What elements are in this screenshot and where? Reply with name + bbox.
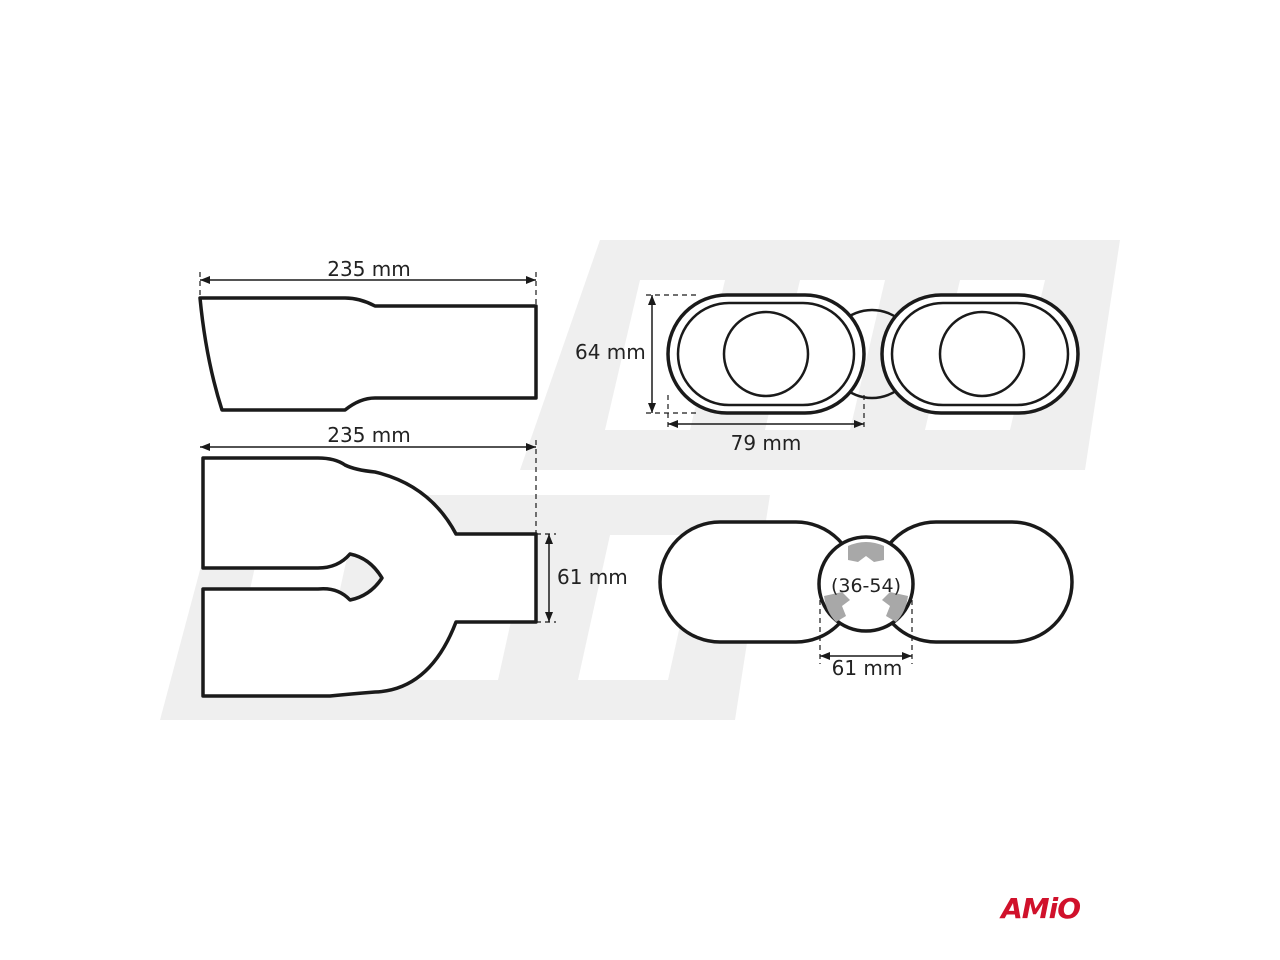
rear-view: (36-54) 61 mm: [658, 520, 1074, 680]
clamp-left-shape: [824, 592, 850, 622]
clamp-top-shape: [848, 542, 884, 562]
inlet-diameter-side-label: 61 mm: [557, 565, 628, 589]
top-length-label: 235 mm: [327, 423, 411, 447]
top-view: 235 mm 61 mm: [200, 423, 628, 698]
inlet-diameter-rear-label: 61 mm: [832, 656, 903, 680]
clamp-range-label: (36-54): [831, 575, 901, 597]
clamp-right-shape: [882, 592, 908, 622]
front-view: 64 mm 79 mm: [575, 293, 1080, 455]
amio-logo: AMiO: [999, 892, 1080, 925]
side-length-label: 235 mm: [327, 257, 411, 281]
side-view: 235 mm: [198, 257, 538, 412]
front-width-label: 79 mm: [731, 431, 802, 455]
front-height-label: 64 mm: [575, 340, 646, 364]
